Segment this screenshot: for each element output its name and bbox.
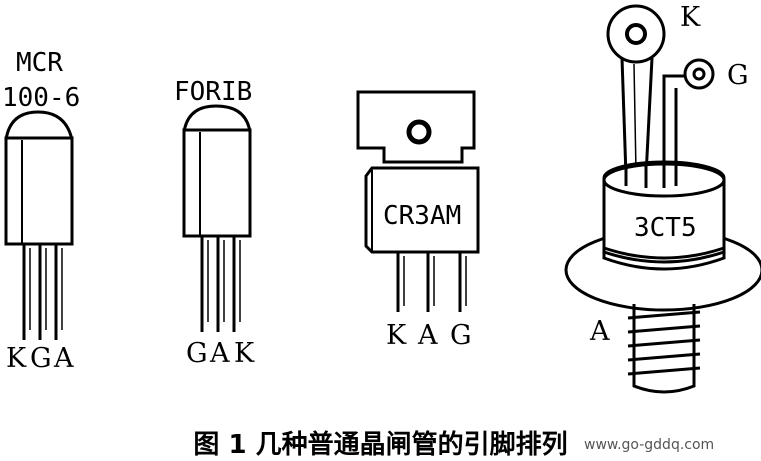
mcr-pin-3: A	[54, 343, 74, 374]
3ct5-pin-k: K	[680, 2, 701, 33]
forib-name: FORIB	[174, 77, 253, 107]
watermark-text: www.go-gddq.com	[584, 437, 715, 453]
cr3am-name: CR3AM	[383, 201, 462, 231]
forib-pin-3: K	[234, 338, 255, 369]
forib-pin-2: A	[210, 338, 230, 369]
cr3am-pin-3: G	[450, 320, 472, 351]
3ct5-pin-a: A	[590, 316, 610, 347]
figure-caption: 图 1 几种普通晶闸管的引脚排列	[193, 430, 568, 460]
forib-pin-1: G	[186, 338, 208, 369]
3ct5-pin-g: G	[727, 60, 749, 91]
mcr-name-line2: 100-6	[2, 83, 81, 113]
mcr-pin-1: K	[6, 343, 27, 374]
mcr-name-line1: MCR	[16, 48, 63, 78]
cr3am-pin-2: A	[418, 320, 438, 351]
mcr-pin-2: G	[30, 343, 52, 374]
3ct5-name: 3CT5	[634, 213, 697, 243]
cr3am-pin-1: K	[386, 320, 407, 351]
